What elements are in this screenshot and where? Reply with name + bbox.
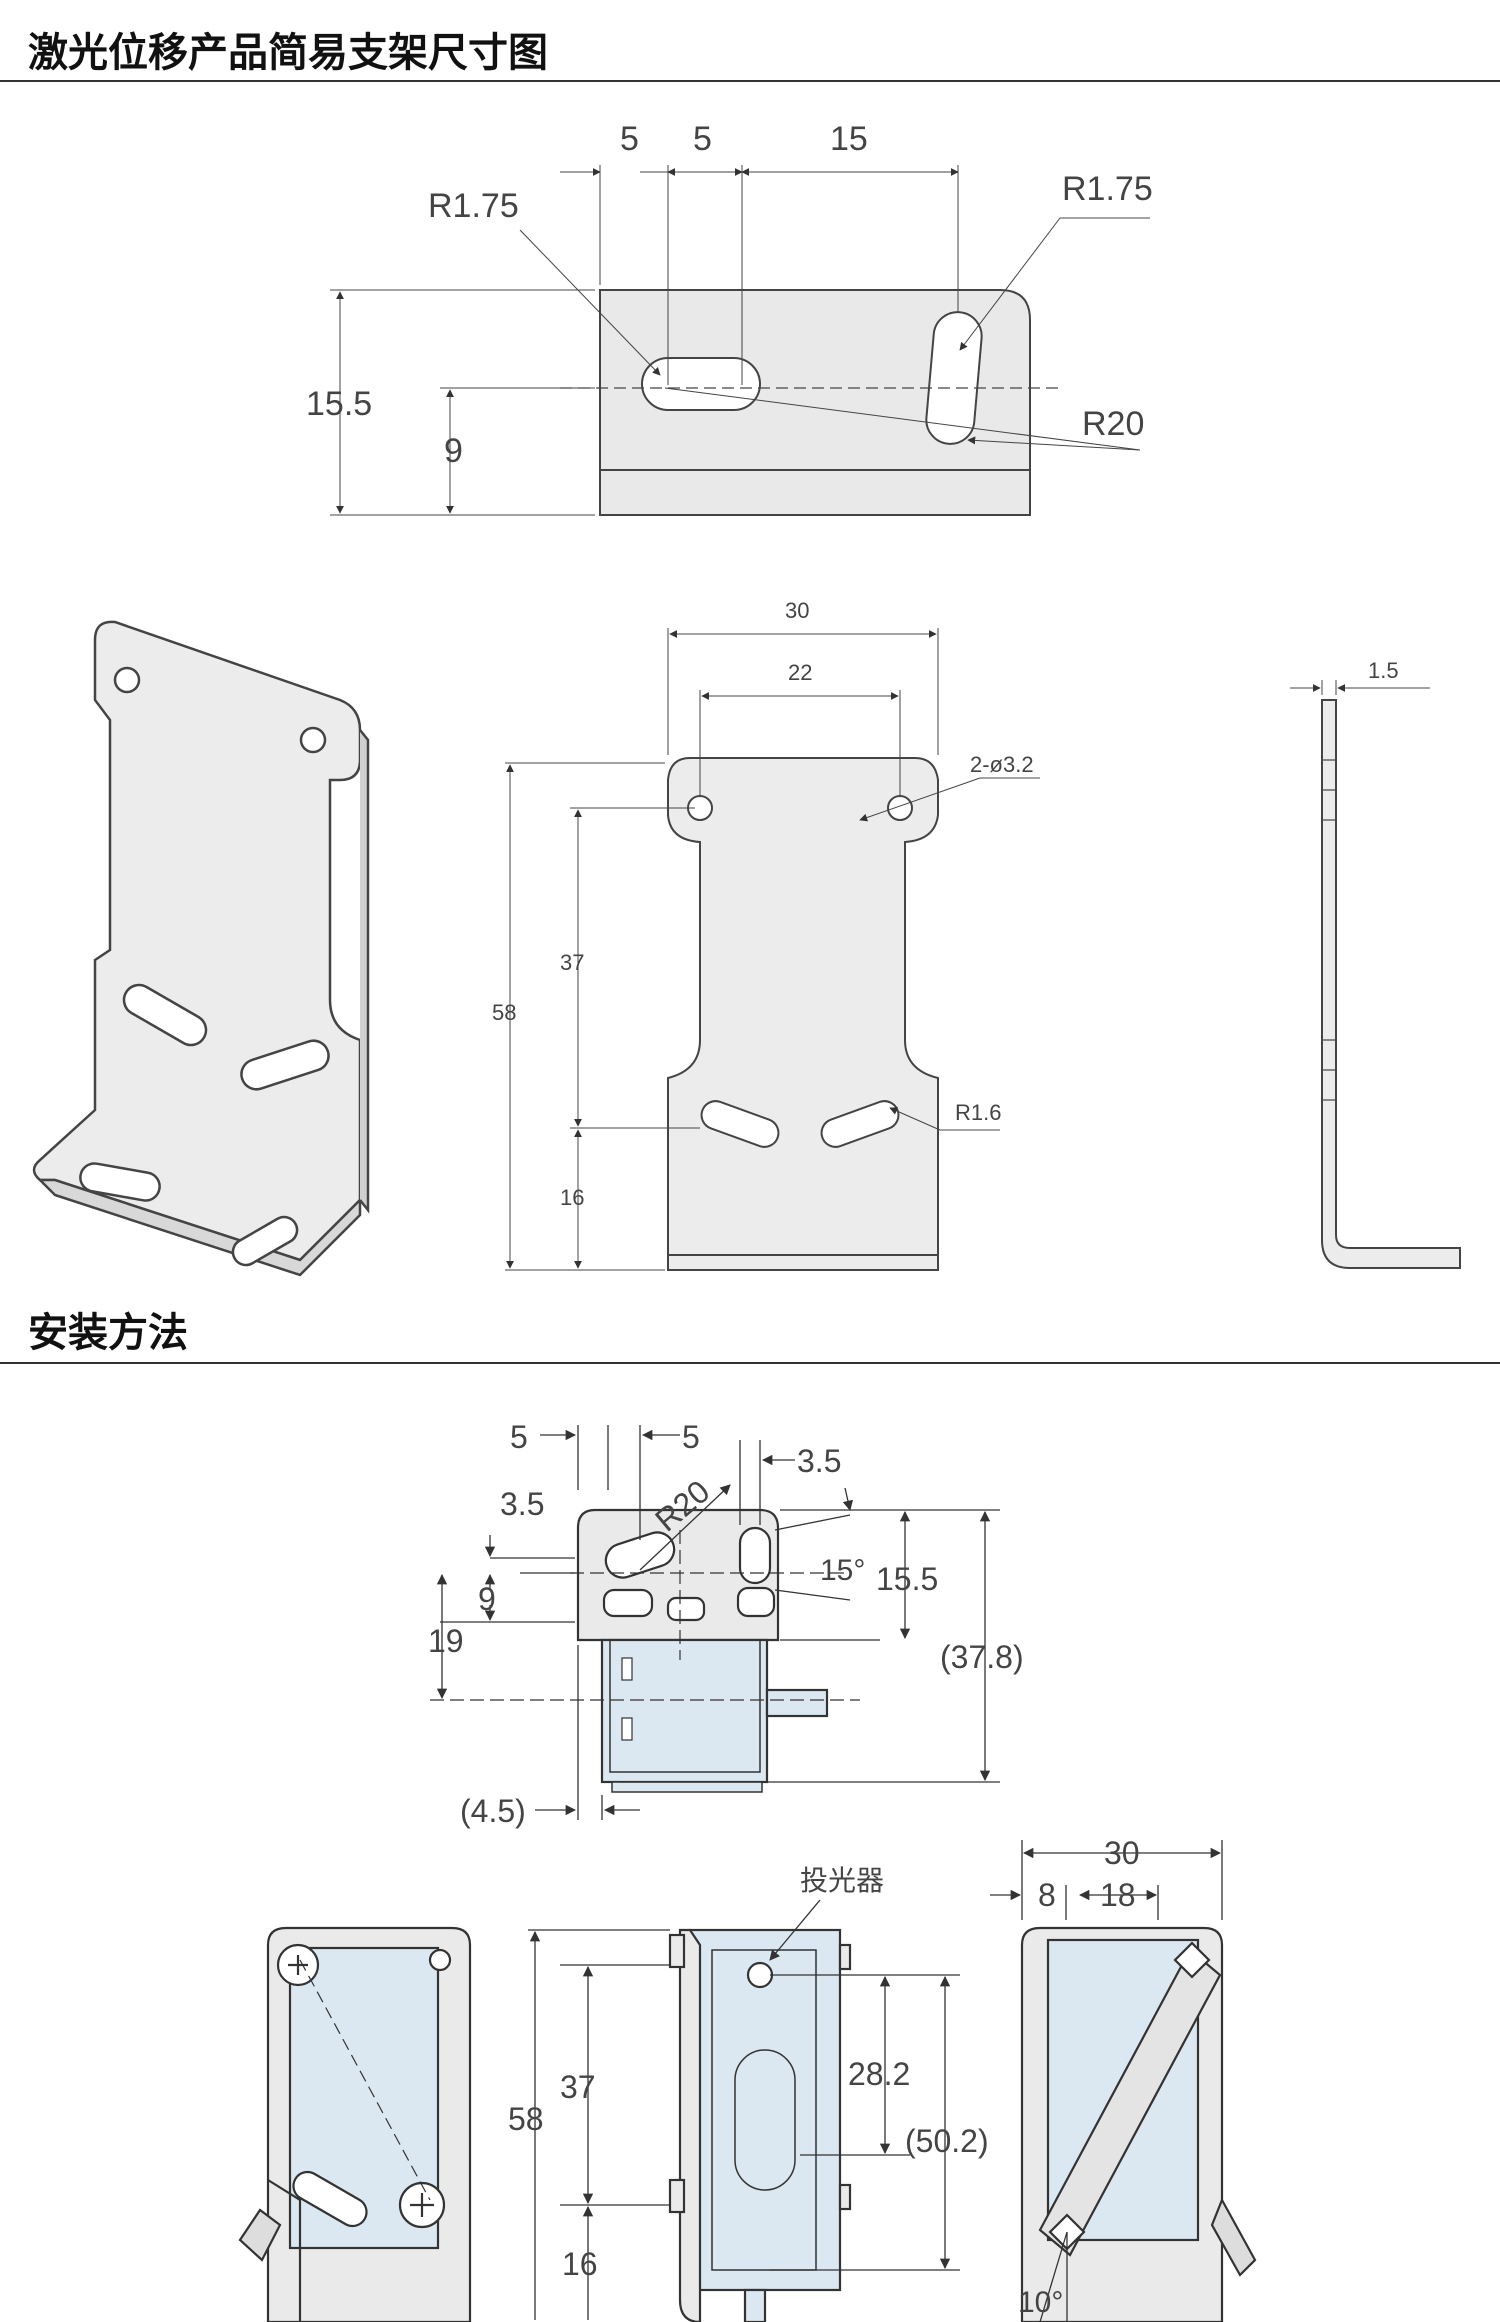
dim-label: R1.75 [1062, 170, 1153, 208]
isometric-bracket-drawing [32, 620, 370, 1277]
dim-label: 1.5 [1368, 658, 1399, 683]
dim-label: 28.2 [848, 2056, 910, 2092]
dim-label: 15° [820, 1554, 865, 1587]
dim-label: 9 [444, 432, 463, 470]
install-side-view-drawing [990, 1840, 1257, 2322]
top-view-drawing [330, 165, 1150, 516]
dim-label: 22 [788, 660, 812, 685]
dim-label: 2-ø3.2 [970, 752, 1034, 777]
dim-label: 15.5 [876, 1561, 938, 1597]
dim-label: 8 [1038, 1877, 1056, 1913]
section-title-bracket-dims: 激光位移产品简易支架尺寸图 [28, 30, 548, 76]
dim-label: (4.5) [460, 1793, 526, 1829]
side-view-bracket-drawing [1290, 680, 1461, 1269]
dim-label: 5 [620, 120, 639, 158]
install-top-assembly-drawing [430, 1425, 1000, 1820]
dim-label: 18 [1100, 1877, 1136, 1913]
dim-label: R1.6 [955, 1100, 1001, 1125]
dim-label: 30 [1104, 1835, 1140, 1871]
dim-label: (50.2) [905, 2123, 989, 2159]
dim-label: 37 [560, 2069, 596, 2105]
dim-label: 5 [510, 1419, 528, 1455]
dim-label: 3.5 [500, 1486, 544, 1522]
dim-label: 16 [560, 1185, 584, 1210]
emitter-label: 投光器 [800, 1865, 884, 1896]
dim-label: 58 [508, 2101, 544, 2137]
dim-label: 10° [1018, 2286, 1063, 2319]
dim-label: 58 [492, 1000, 516, 1025]
dim-label: 37 [560, 950, 584, 975]
dim-label: R1.75 [428, 187, 519, 225]
dim-label: 3.5 [797, 1443, 841, 1479]
dim-label: 30 [785, 598, 809, 623]
install-back-view-drawing [238, 1926, 472, 2322]
dim-label: 15 [830, 120, 868, 158]
front-view-bracket-drawing [505, 628, 1040, 1271]
section-divider [0, 80, 1500, 82]
dim-label: 5 [693, 120, 712, 158]
install-front-view-drawing [528, 1899, 960, 2322]
dim-label: 9 [478, 1581, 496, 1617]
dim-label: R20 [1082, 405, 1144, 443]
dim-label: 15.5 [306, 385, 372, 423]
dim-label: 16 [562, 2246, 598, 2282]
dim-label: 5 [682, 1419, 700, 1455]
dim-label: 19 [428, 1623, 464, 1659]
dim-label: (37.8) [940, 1639, 1024, 1675]
section-title-install-method: 安装方法 [28, 1310, 188, 1356]
section-divider [0, 1362, 1500, 1364]
